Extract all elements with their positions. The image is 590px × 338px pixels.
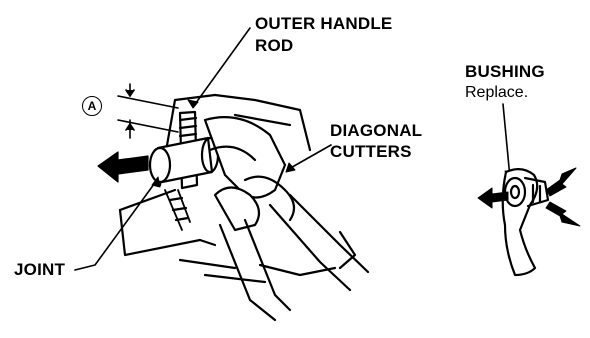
outer-handle-rod-label-line2: ROD	[255, 36, 293, 56]
leader-lines	[75, 28, 510, 270]
diagonal-cutters-label-line2: CUTTERS	[330, 142, 412, 162]
outer-handle-rod-label-line1: OUTER HANDLE	[255, 14, 392, 34]
dimension-a	[118, 84, 178, 138]
bushing-detail	[503, 169, 548, 275]
joint	[150, 138, 218, 182]
pull-direction-arrow	[98, 152, 148, 182]
dimension-a-marker: A	[82, 96, 102, 116]
joint-label: JOINT	[14, 260, 65, 280]
bushing-label: BUSHING	[465, 62, 545, 82]
bushing-note: Replace.	[465, 83, 528, 103]
diagonal-cutters-label-line1: DIAGONAL	[330, 121, 422, 141]
